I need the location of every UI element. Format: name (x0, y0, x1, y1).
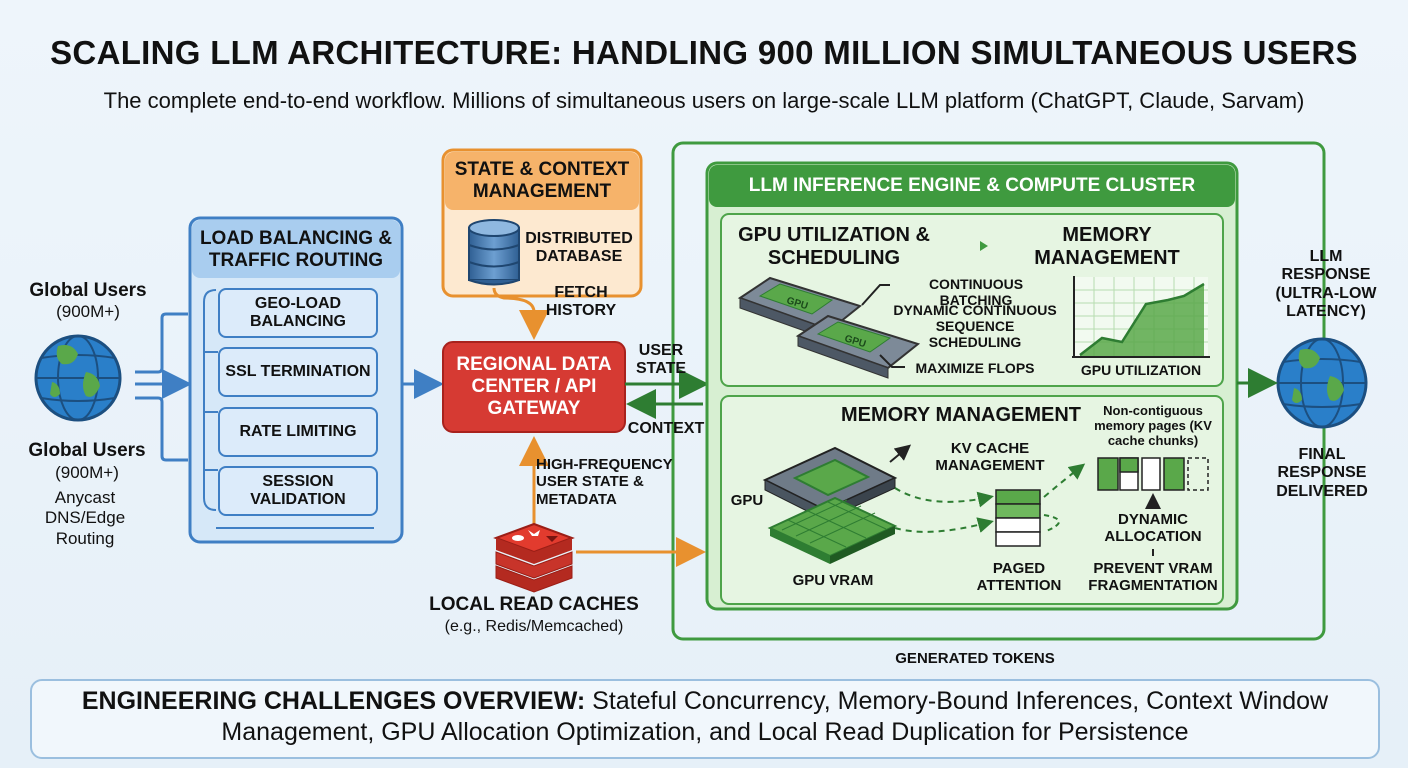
paged-attention-blocks (995, 489, 1041, 547)
cache-label: LOCAL READ CACHES (429, 594, 639, 615)
fetch-history-label: FETCH HISTORY (545, 284, 617, 320)
inference-engine-title: LLM INFERENCE ENGINE & COMPUTE CLUSTER (748, 175, 1196, 197)
memory-management-title: MEMORY MANAGEMENT (841, 404, 1081, 426)
dynamic-scheduling-label: DYNAMIC CONTINUOUS SEQUENCE SCHEDULING (893, 302, 1057, 351)
lb-step-session: SESSION VALIDATION (218, 466, 378, 516)
memory-management-top-title: MEMORY MANAGEMENT (1034, 224, 1180, 269)
distributed-db-label: DISTRIBUTED DATABASE (525, 230, 633, 266)
redis-icon (493, 522, 575, 593)
load-balancing-title: LOAD BALANCING & TRAFFIC ROUTING (199, 228, 393, 271)
globe-icon-right (1276, 337, 1368, 429)
gateway-box (442, 341, 626, 433)
generated-tokens-label: GENERATED TOKENS (895, 650, 1055, 667)
gpu-side-label: GPU (730, 492, 764, 509)
users-to-lb-arrow-3 (135, 396, 188, 462)
database-icon (468, 219, 520, 286)
gpu-card-icon-2: GPU (795, 314, 921, 379)
prevent-fragmentation-label: PREVENT VRAM FRAGMENTATION (1088, 560, 1218, 595)
batching-connector (861, 284, 890, 306)
play-icon (980, 241, 988, 251)
kv-cache-connector (889, 444, 912, 463)
lb-step-geo: GEO-LOAD BALANCING (218, 288, 378, 338)
flops-connector (879, 354, 905, 368)
challenges-body: Stateful Concurrency, Memory-Bound Infer… (221, 687, 1329, 747)
context-label: CONTEXT (627, 420, 705, 437)
gpu-vram-label: GPU VRAM (792, 572, 874, 589)
challenges-heading: ENGINEERING CHALLENGES OVERVIEW: (81, 687, 586, 715)
dashed-flow-3 (1043, 463, 1086, 498)
state-context-title: STATE & CONTEXT MANAGEMENT (454, 159, 630, 202)
kv-cache-label: KV CACHE MANAGEMENT (935, 440, 1045, 475)
page-title: SCALING LLM ARCHITECTURE: HANDLING 900 M… (50, 34, 1358, 71)
users-label-top: Global Users (29, 280, 147, 301)
lb-inner-bracket (203, 289, 217, 511)
paged-attention-label: PAGED ATTENTION (976, 560, 1062, 595)
llm-response-label: LLM RESPONSE (ULTRA-LOW LATENCY) (1275, 248, 1377, 321)
dynamic-allocation-label: DYNAMIC ALLOCATION (1104, 511, 1202, 546)
continuous-batching-label: CONTINUOUS BATCHING (928, 276, 1024, 309)
gpu-utilization-title: GPU UTILIZATION & SCHEDULING (738, 224, 930, 269)
high-frequency-label: HIGH-FREQUENCY USER STATE & METADATA (536, 456, 673, 508)
final-response-label: FINAL RESPONSE DELIVERED (1276, 446, 1368, 500)
cache-sub-label: (e.g., Redis/Memcached) (444, 618, 624, 635)
routing-note: Anycast DNS/Edge Routing (44, 488, 126, 548)
users-count-top: (900M+) (56, 302, 120, 321)
gateway-label: REGIONAL DATA CENTER / API GATEWAY (456, 354, 612, 419)
lb-step-rate: RATE LIMITING (218, 407, 378, 457)
user-state-label: USER STATE (635, 342, 687, 378)
page-subtitle: The complete end-to-end workflow. Millio… (103, 88, 1305, 113)
lb-step-ssl: SSL TERMINATION (218, 347, 378, 397)
noncontiguous-pages-label: Non-contiguous memory pages (KV cache ch… (1094, 403, 1212, 448)
users-label-bottom: Global Users (28, 440, 146, 461)
gpu-utilization-chart-label: GPU UTILIZATION (1080, 362, 1202, 378)
challenges-text: ENGINEERING CHALLENGES OVERVIEW: Statefu… (60, 686, 1350, 749)
users-count-bottom: (900M+) (55, 463, 119, 482)
globe-icon-left (34, 334, 122, 422)
gpu-utilization-chart (1072, 276, 1210, 358)
gpu-chip-icon (762, 446, 898, 564)
db-to-gateway-arrow (492, 287, 549, 340)
maximize-flops-label: MAXIMIZE FLOPS (915, 360, 1035, 376)
memory-pages (1097, 457, 1209, 491)
challenges-panel (30, 679, 1380, 759)
users-to-lb-arrow-1 (135, 312, 188, 374)
dashed-flow-4 (1043, 514, 1060, 533)
